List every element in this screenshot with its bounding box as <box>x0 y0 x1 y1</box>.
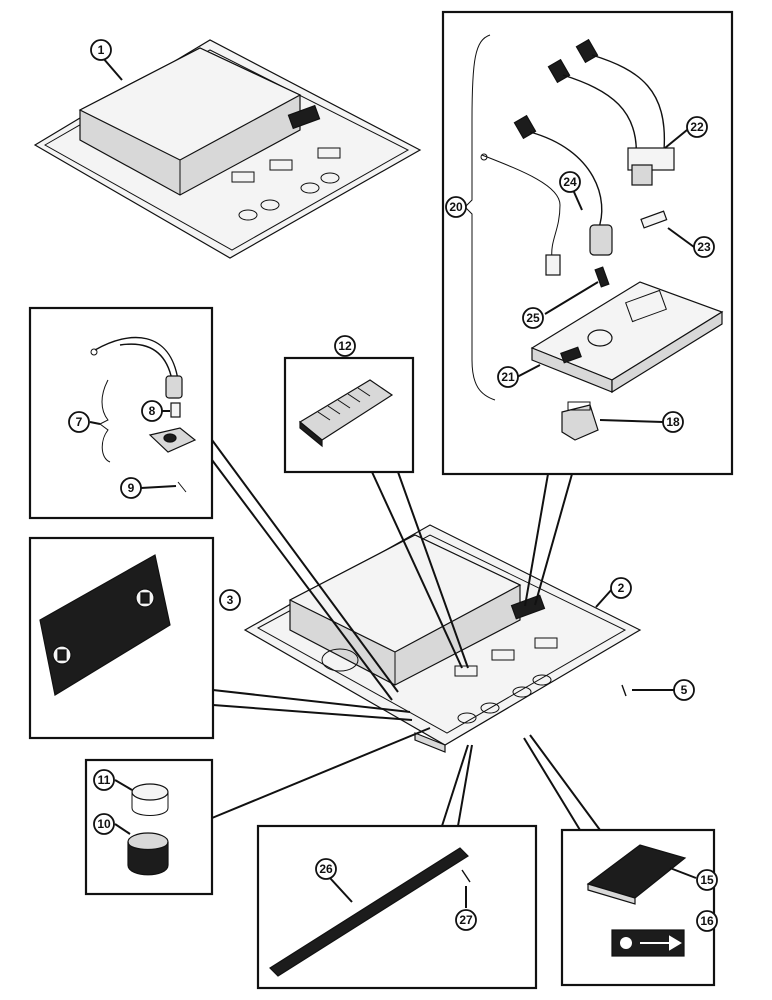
svg-text:11: 11 <box>98 773 111 787</box>
detail-box-trim <box>256 824 538 990</box>
detail-box-indicator <box>560 828 716 987</box>
callouts: 1 2 3 5 7 8 9 10 11 12 15 16 18 20 21 22… <box>68 39 718 932</box>
detail-box-terminal-block <box>283 356 415 474</box>
svg-text:20: 20 <box>449 200 463 214</box>
callout-16: 16 <box>696 910 718 932</box>
detail-box-socket <box>28 306 214 520</box>
svg-text:7: 7 <box>76 415 83 429</box>
svg-text:3: 3 <box>227 593 234 607</box>
svg-text:15: 15 <box>700 873 714 887</box>
callout-26: 26 <box>315 858 337 880</box>
svg-text:22: 22 <box>690 120 704 134</box>
detail-box-panel <box>28 536 215 740</box>
svg-text:24: 24 <box>563 175 577 189</box>
callout-24: 24 <box>559 171 581 193</box>
svg-text:25: 25 <box>526 311 540 325</box>
callout-15: 15 <box>696 869 718 891</box>
svg-text:26: 26 <box>319 862 333 876</box>
svg-text:16: 16 <box>700 914 714 928</box>
svg-text:23: 23 <box>697 240 711 254</box>
callout-18: 18 <box>662 411 684 433</box>
callout-1: 1 <box>90 39 112 61</box>
screw-5 <box>621 684 674 697</box>
svg-text:12: 12 <box>338 339 352 353</box>
part-1-cooktop-top <box>33 39 422 259</box>
detail-box-wiring <box>441 10 734 476</box>
svg-text:18: 18 <box>666 415 680 429</box>
leader-lines <box>211 439 601 831</box>
callout-8: 8 <box>141 400 163 422</box>
svg-text:8: 8 <box>149 404 156 418</box>
callout-27: 27 <box>455 909 477 931</box>
callout-22: 22 <box>686 116 708 138</box>
callout-3: 3 <box>219 589 241 611</box>
svg-text:5: 5 <box>681 683 688 697</box>
svg-text:1: 1 <box>98 43 105 57</box>
callout-11: 11 <box>93 769 115 791</box>
svg-text:2: 2 <box>618 581 625 595</box>
callout-20: 20 <box>445 196 467 218</box>
callout-12: 12 <box>334 335 356 357</box>
svg-text:27: 27 <box>459 913 473 927</box>
svg-text:10: 10 <box>97 817 111 831</box>
callout-5: 5 <box>673 679 695 701</box>
part-2-main-assembly <box>243 524 642 753</box>
callout-23: 23 <box>693 236 715 258</box>
callout-21: 21 <box>497 366 519 388</box>
svg-text:9: 9 <box>128 481 135 495</box>
callout-10: 10 <box>93 813 115 835</box>
callout-9: 9 <box>120 477 142 499</box>
callout-2: 2 <box>610 577 632 599</box>
svg-text:21: 21 <box>501 370 515 384</box>
callout-7: 7 <box>68 411 90 433</box>
callout-25: 25 <box>522 307 544 329</box>
